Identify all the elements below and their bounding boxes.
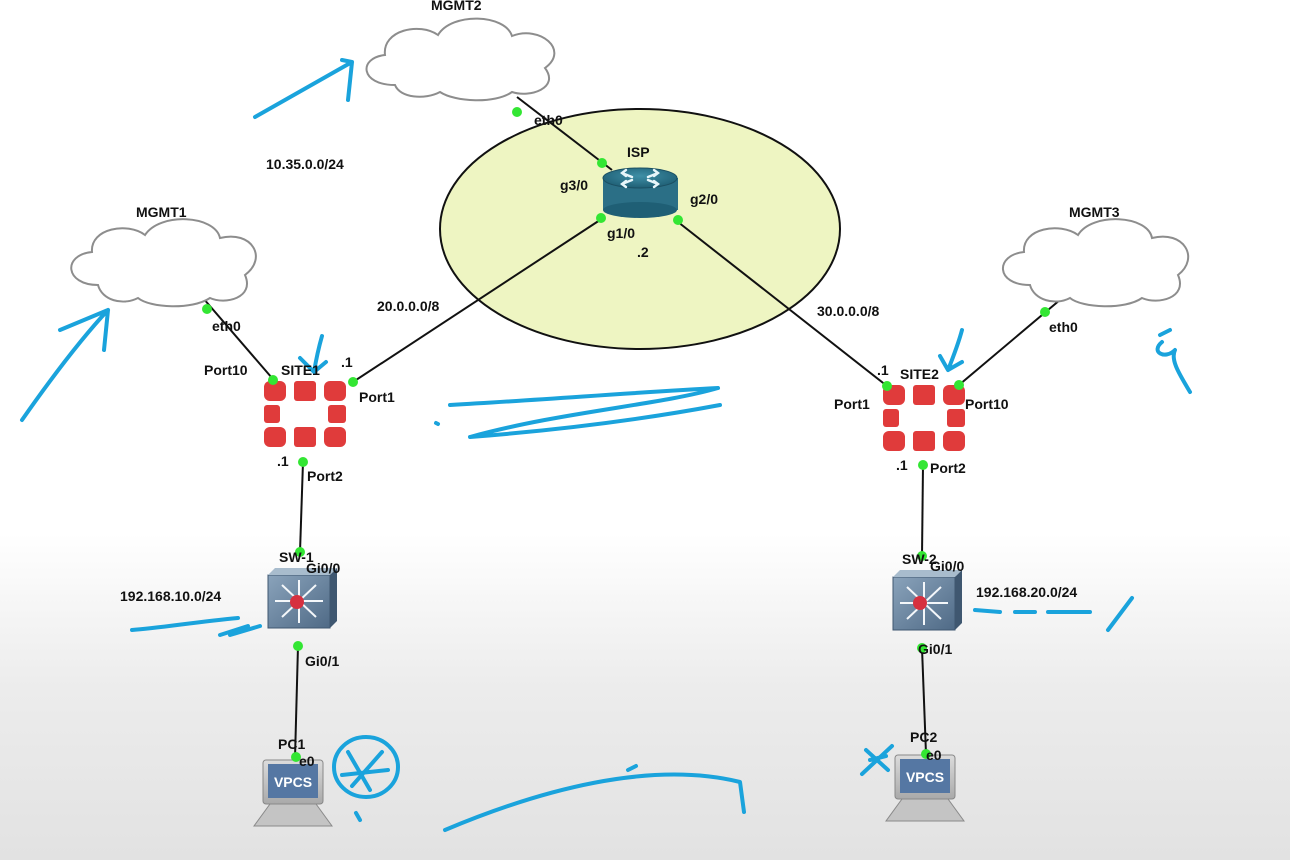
isp-port-g1-label: g1/0 <box>607 225 636 241</box>
port-dot <box>917 551 927 561</box>
site2-port1-label: Port1 <box>834 396 870 412</box>
port-dot <box>597 158 607 168</box>
port-dot <box>268 375 278 385</box>
port-dot <box>348 377 358 387</box>
cloud-icon <box>1002 218 1190 308</box>
network-left-wan-label: 20.0.0.0/8 <box>377 298 440 314</box>
vpcs-icon <box>253 759 333 827</box>
port-dot <box>512 107 522 117</box>
site2-firewall[interactable] <box>883 385 965 451</box>
cloud-mgmt3[interactable] <box>1002 218 1190 308</box>
pc2-iface-label: e0 <box>926 747 942 763</box>
port-dot <box>917 643 927 653</box>
pc1-title: PC1 <box>278 736 306 752</box>
isp-zone <box>439 108 841 350</box>
cloud-mgmt1[interactable] <box>70 218 257 308</box>
sw2-title: SW-2 <box>902 551 937 567</box>
site2-title: SITE2 <box>900 366 939 382</box>
mgmt3-iface-label: eth0 <box>1049 319 1078 335</box>
site1-port2-label: Port2 <box>307 468 343 484</box>
links <box>202 96 1068 759</box>
link-mgmt1-site1 <box>202 297 273 379</box>
site2-port10-label: Port10 <box>965 396 1009 412</box>
isp-router[interactable] <box>602 167 678 218</box>
site1-port2-ip-label: .1 <box>277 453 289 469</box>
port-dot <box>291 752 301 762</box>
link-sw2-pc2 <box>921 647 927 755</box>
pc1-iface-label: e0 <box>299 753 315 769</box>
sw2-port-up-label: Gi0/0 <box>930 558 965 574</box>
mgmt1-iface-label: eth0 <box>212 318 241 334</box>
link-isp-site1 <box>352 219 601 383</box>
network-lan1-label: 192.168.10.0/24 <box>120 588 222 604</box>
port-dot <box>882 381 892 391</box>
vpcs-icon <box>885 754 965 822</box>
pc2-title: PC2 <box>910 729 938 745</box>
sw2-switch[interactable] <box>892 570 962 631</box>
network-right-wan-label: 30.0.0.0/8 <box>817 303 880 319</box>
sw2-port-down-label: Gi0/1 <box>918 641 953 657</box>
site2-port1-ip-label: .1 <box>877 362 889 378</box>
link-site2-sw2 <box>921 464 924 557</box>
cloud-icon <box>365 17 556 102</box>
site2-port2-ip-label: .1 <box>896 457 908 473</box>
pc2-vpcs[interactable]: VPCS <box>885 754 965 822</box>
mgmt3-title: MGMT3 <box>1069 204 1120 220</box>
site1-firewall[interactable] <box>264 381 346 447</box>
sw1-port-up-label: Gi0/0 <box>306 560 341 576</box>
mgmt2-title: MGMT2 <box>431 0 482 13</box>
mgmt1-title: MGMT1 <box>136 204 187 220</box>
sw1-switch[interactable] <box>267 568 337 629</box>
firewall-icon <box>264 381 346 447</box>
isp-g1-ip-label: .2 <box>637 244 649 260</box>
switch-icon <box>267 568 337 629</box>
port-dot <box>295 547 305 557</box>
network-lan2-label: 192.168.20.0/24 <box>976 584 1078 600</box>
link-sw1-pc1 <box>294 645 299 759</box>
pc1-vpcs[interactable]: VPCS <box>253 759 333 827</box>
pc1-screen-label: VPCS <box>274 774 312 790</box>
isp-title: ISP <box>627 144 650 160</box>
switch-icon <box>892 570 962 631</box>
port-dot <box>954 380 964 390</box>
mgmt2-iface-label: eth0 <box>534 112 563 128</box>
sw1-port-down-label: Gi0/1 <box>305 653 340 669</box>
network-mgmt-label: 10.35.0.0/24 <box>266 156 344 172</box>
isp-port-g2-label: g2/0 <box>690 191 719 207</box>
port-dot <box>921 749 931 759</box>
firewall-icon <box>883 385 965 451</box>
port-dots <box>202 107 1050 762</box>
port-dot <box>596 213 606 223</box>
port-dot <box>293 641 303 651</box>
port-dot <box>673 215 683 225</box>
router-icon <box>602 167 678 218</box>
pc2-screen-label: VPCS <box>906 769 944 785</box>
cloud-icon <box>70 218 257 308</box>
link-mgmt2-isp <box>516 96 613 171</box>
link-site1-sw1 <box>299 461 304 553</box>
isp-port-g3-label: g3/0 <box>560 177 589 193</box>
site1-title: SITE1 <box>281 362 320 378</box>
port-dot <box>298 457 308 467</box>
sw1-title: SW-1 <box>279 549 314 565</box>
port-dot <box>918 460 928 470</box>
annotation-ink <box>20 58 1192 832</box>
site1-port1-ip-label: .1 <box>341 354 353 370</box>
site2-port2-label: Port2 <box>930 460 966 476</box>
cloud-mgmt2[interactable] <box>365 17 556 102</box>
link-isp-site2 <box>677 221 888 387</box>
port-dot <box>202 304 212 314</box>
site1-port10-label: Port10 <box>204 362 248 378</box>
site1-port1-label: Port1 <box>359 389 395 405</box>
port-dot <box>1040 307 1050 317</box>
link-mgmt3-site2 <box>958 293 1068 386</box>
